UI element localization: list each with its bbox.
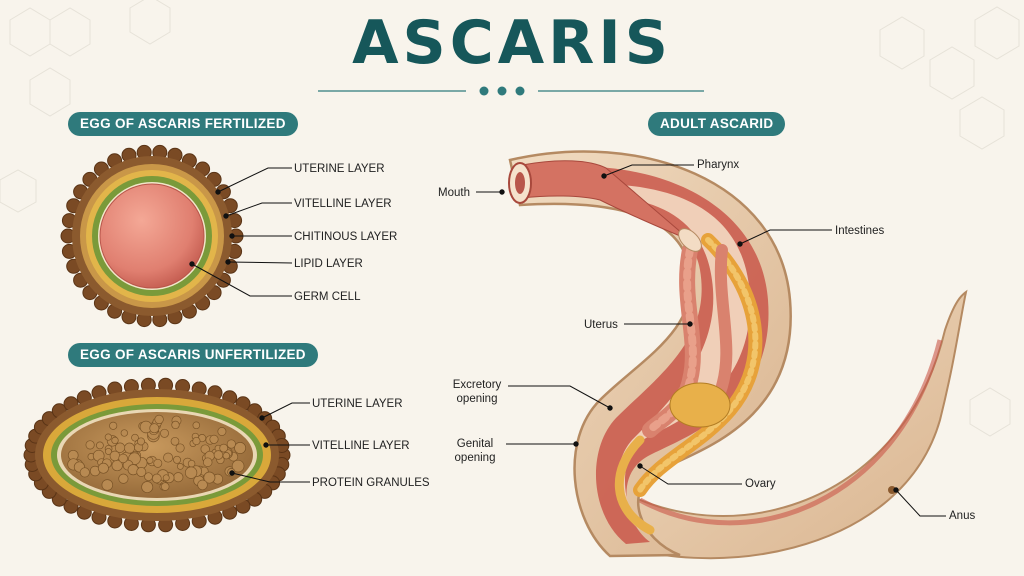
protein-granule <box>136 467 147 477</box>
protein-granule <box>197 479 208 491</box>
protein-granule <box>79 467 90 478</box>
label-genital-line1: Genital <box>456 438 494 450</box>
protein-granule <box>203 471 216 484</box>
label-fertilized-germ: GERM CELL <box>294 291 361 303</box>
label-fertilized-lipid: LIPID LAYER <box>294 258 363 270</box>
protein-granule <box>160 482 170 491</box>
protein-granule <box>144 472 153 482</box>
section-unfertilized: EGG OF ASCARIS UNFERTILIZED <box>68 343 318 367</box>
protein-granule <box>96 441 104 450</box>
protein-granule <box>101 479 114 491</box>
protein-granule <box>146 456 154 464</box>
protein-granule <box>118 453 128 464</box>
protein-granule <box>217 427 227 436</box>
protein-granule <box>131 433 139 442</box>
protein-granule <box>137 437 145 446</box>
label-excretory-line1: Excretory <box>452 379 502 391</box>
protein-granule <box>149 423 160 434</box>
unfertilized-egg <box>23 377 291 533</box>
adult-ascarid <box>508 150 968 560</box>
protein-granule <box>151 473 162 484</box>
label-anus: Anus <box>949 510 976 522</box>
protein-granule <box>162 474 170 482</box>
hex-background <box>0 0 1020 437</box>
label-fertilized-chitinous: CHITINOUS LAYER <box>294 231 398 243</box>
page-title: ASCARIS <box>352 8 672 78</box>
label-fertilized-uterine: UTERINE LAYER <box>294 163 385 175</box>
label-fertilized-vitelline: VITELLINE LAYER <box>294 198 392 210</box>
label-genital-line2: opening <box>454 452 496 464</box>
protein-granule <box>111 436 119 445</box>
fertilized-egg <box>60 144 244 328</box>
protein-granule <box>97 462 109 474</box>
label-unfertilized-protein: PROTEIN GRANULES <box>312 477 430 489</box>
protein-granule <box>234 442 247 454</box>
label-genital-opening: Genital opening <box>446 437 504 465</box>
label-ovary: Ovary <box>745 478 776 490</box>
protein-granule <box>175 443 185 453</box>
protein-granule <box>141 481 154 494</box>
protein-granule <box>222 452 230 460</box>
protein-granule <box>104 447 112 455</box>
protein-granule <box>192 436 201 446</box>
label-unfertilized-uterine: UTERINE LAYER <box>312 398 403 410</box>
protein-granule <box>163 452 174 463</box>
label-pharynx: Pharynx <box>697 159 740 171</box>
protein-granule <box>109 421 118 430</box>
leader-lines <box>189 164 946 517</box>
protein-granule <box>176 463 184 470</box>
label-unfertilized-vitelline: VITELLINE LAYER <box>312 440 410 452</box>
label-uterus: Uterus <box>584 319 618 331</box>
protein-granule <box>160 428 169 438</box>
label-excretory-line2: opening <box>456 393 498 405</box>
protein-granule <box>226 439 236 449</box>
protein-granule <box>153 458 163 468</box>
protein-granule <box>154 414 164 425</box>
protein-granule <box>200 444 210 454</box>
protein-granule <box>192 421 201 430</box>
protein-granule <box>171 420 180 430</box>
title-divider <box>318 86 704 96</box>
protein-granule <box>231 459 245 473</box>
protein-granule <box>213 450 224 460</box>
protein-granule <box>184 466 198 479</box>
section-fertilized: EGG OF ASCARIS FERTILIZED <box>68 112 298 136</box>
protein-granule <box>173 455 181 464</box>
protein-granule <box>202 457 213 467</box>
protein-granule <box>85 440 95 450</box>
protein-granule <box>173 472 184 483</box>
protein-granule <box>114 442 126 453</box>
label-mouth: Mouth <box>438 187 470 199</box>
protein-granule <box>118 473 129 484</box>
protein-granule <box>170 436 180 446</box>
protein-granule <box>219 443 229 453</box>
label-intestines: Intestines <box>835 225 885 237</box>
section-adult: ADULT ASCARID <box>648 112 786 136</box>
protein-granule <box>124 442 135 454</box>
protein-granule <box>104 433 112 441</box>
protein-granule <box>120 429 128 437</box>
protein-granule <box>209 434 219 444</box>
label-excretory-opening: Excretory opening <box>448 378 506 406</box>
